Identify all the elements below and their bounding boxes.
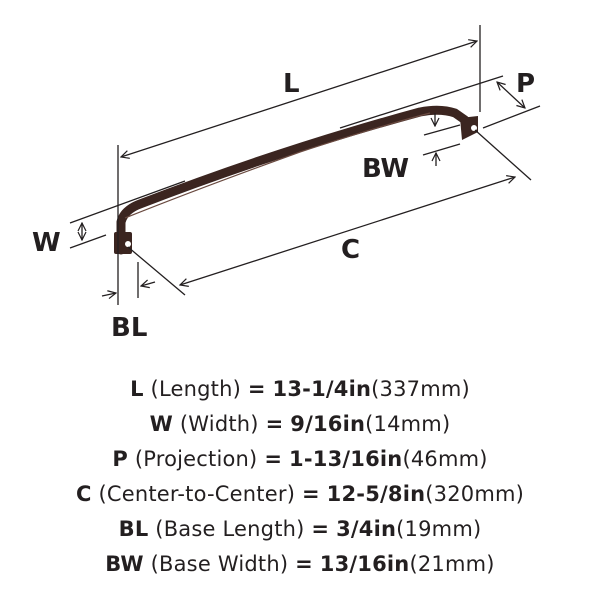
spec-imperial: 13/16in	[319, 552, 410, 576]
spec-name: (Base Length)	[155, 517, 305, 541]
w-extension-bottom	[69, 234, 107, 249]
label-c: C	[341, 235, 360, 265]
spec-imperial: 12-5/8in	[326, 482, 426, 506]
spec-metric: (46mm)	[402, 447, 488, 471]
p-dimension-arrow	[497, 82, 525, 108]
w-extension-top	[69, 180, 186, 224]
bl-arrow-left	[101, 293, 116, 296]
spec-eq: =	[247, 377, 266, 401]
spec-name: (Width)	[179, 412, 259, 436]
bw-extension-top	[423, 124, 461, 136]
spec-eq: =	[265, 412, 284, 436]
spec-row: BW (Base Width) = 13/16in(21mm)	[0, 547, 600, 582]
label-l: L	[283, 69, 300, 99]
spec-eq: =	[301, 482, 320, 506]
spec-row: L (Length) = 13-1/4in(337mm)	[0, 372, 600, 407]
label-w: W	[32, 228, 61, 258]
spec-metric: (19mm)	[396, 517, 482, 541]
spec-code: BL	[118, 517, 149, 541]
spec-eq: =	[295, 552, 313, 576]
spec-metric: (14mm)	[365, 412, 451, 436]
spec-code: P	[112, 447, 128, 471]
spec-metric: (337mm)	[371, 377, 470, 401]
p-extension-bottom	[482, 105, 541, 129]
spec-eq: =	[311, 517, 330, 541]
label-bw: BW	[362, 154, 409, 184]
l-dimension-line	[121, 41, 477, 157]
spec-metric: (320mm)	[425, 482, 525, 506]
spec-imperial: 3/4in	[336, 517, 397, 541]
spec-row: P (Projection) = 1-13/16in(46mm)	[0, 442, 600, 477]
spec-row: C (Center-to-Center) = 12-5/8in(320mm)	[0, 477, 600, 512]
spec-metric: (21mm)	[409, 552, 495, 576]
cabinet-pull-handle	[114, 105, 478, 255]
spec-code: L	[130, 377, 144, 401]
spec-row: W (Width) = 9/16in(14mm)	[0, 407, 600, 442]
spec-imperial: 1-13/16in	[289, 447, 403, 471]
label-p: P	[516, 69, 535, 99]
spec-code: W	[149, 412, 173, 436]
spec-row: BL (Base Length) = 3/4in(19mm)	[0, 512, 600, 547]
spec-name: (Length)	[150, 377, 241, 401]
spec-code: BW	[105, 552, 144, 576]
spec-name: (Center-to-Center)	[98, 482, 296, 506]
c-extension-right	[474, 129, 532, 181]
spec-name: (Base Width)	[150, 552, 289, 576]
c-dimension-line	[180, 177, 515, 285]
spec-eq: =	[264, 447, 283, 471]
spec-code: C	[75, 482, 92, 506]
dimension-specs: L (Length) = 13-1/4in(337mm) W (Width) =…	[0, 372, 600, 582]
bw-extension-bottom	[422, 143, 461, 156]
spec-name: (Projection)	[134, 447, 258, 471]
p-extension-top	[339, 75, 504, 129]
label-bl: BL	[111, 313, 147, 343]
bl-arrow-right	[141, 282, 156, 286]
c-extension-left	[127, 246, 186, 296]
spec-imperial: 9/16in	[290, 412, 366, 436]
spec-imperial: 13-1/4in	[272, 377, 372, 401]
